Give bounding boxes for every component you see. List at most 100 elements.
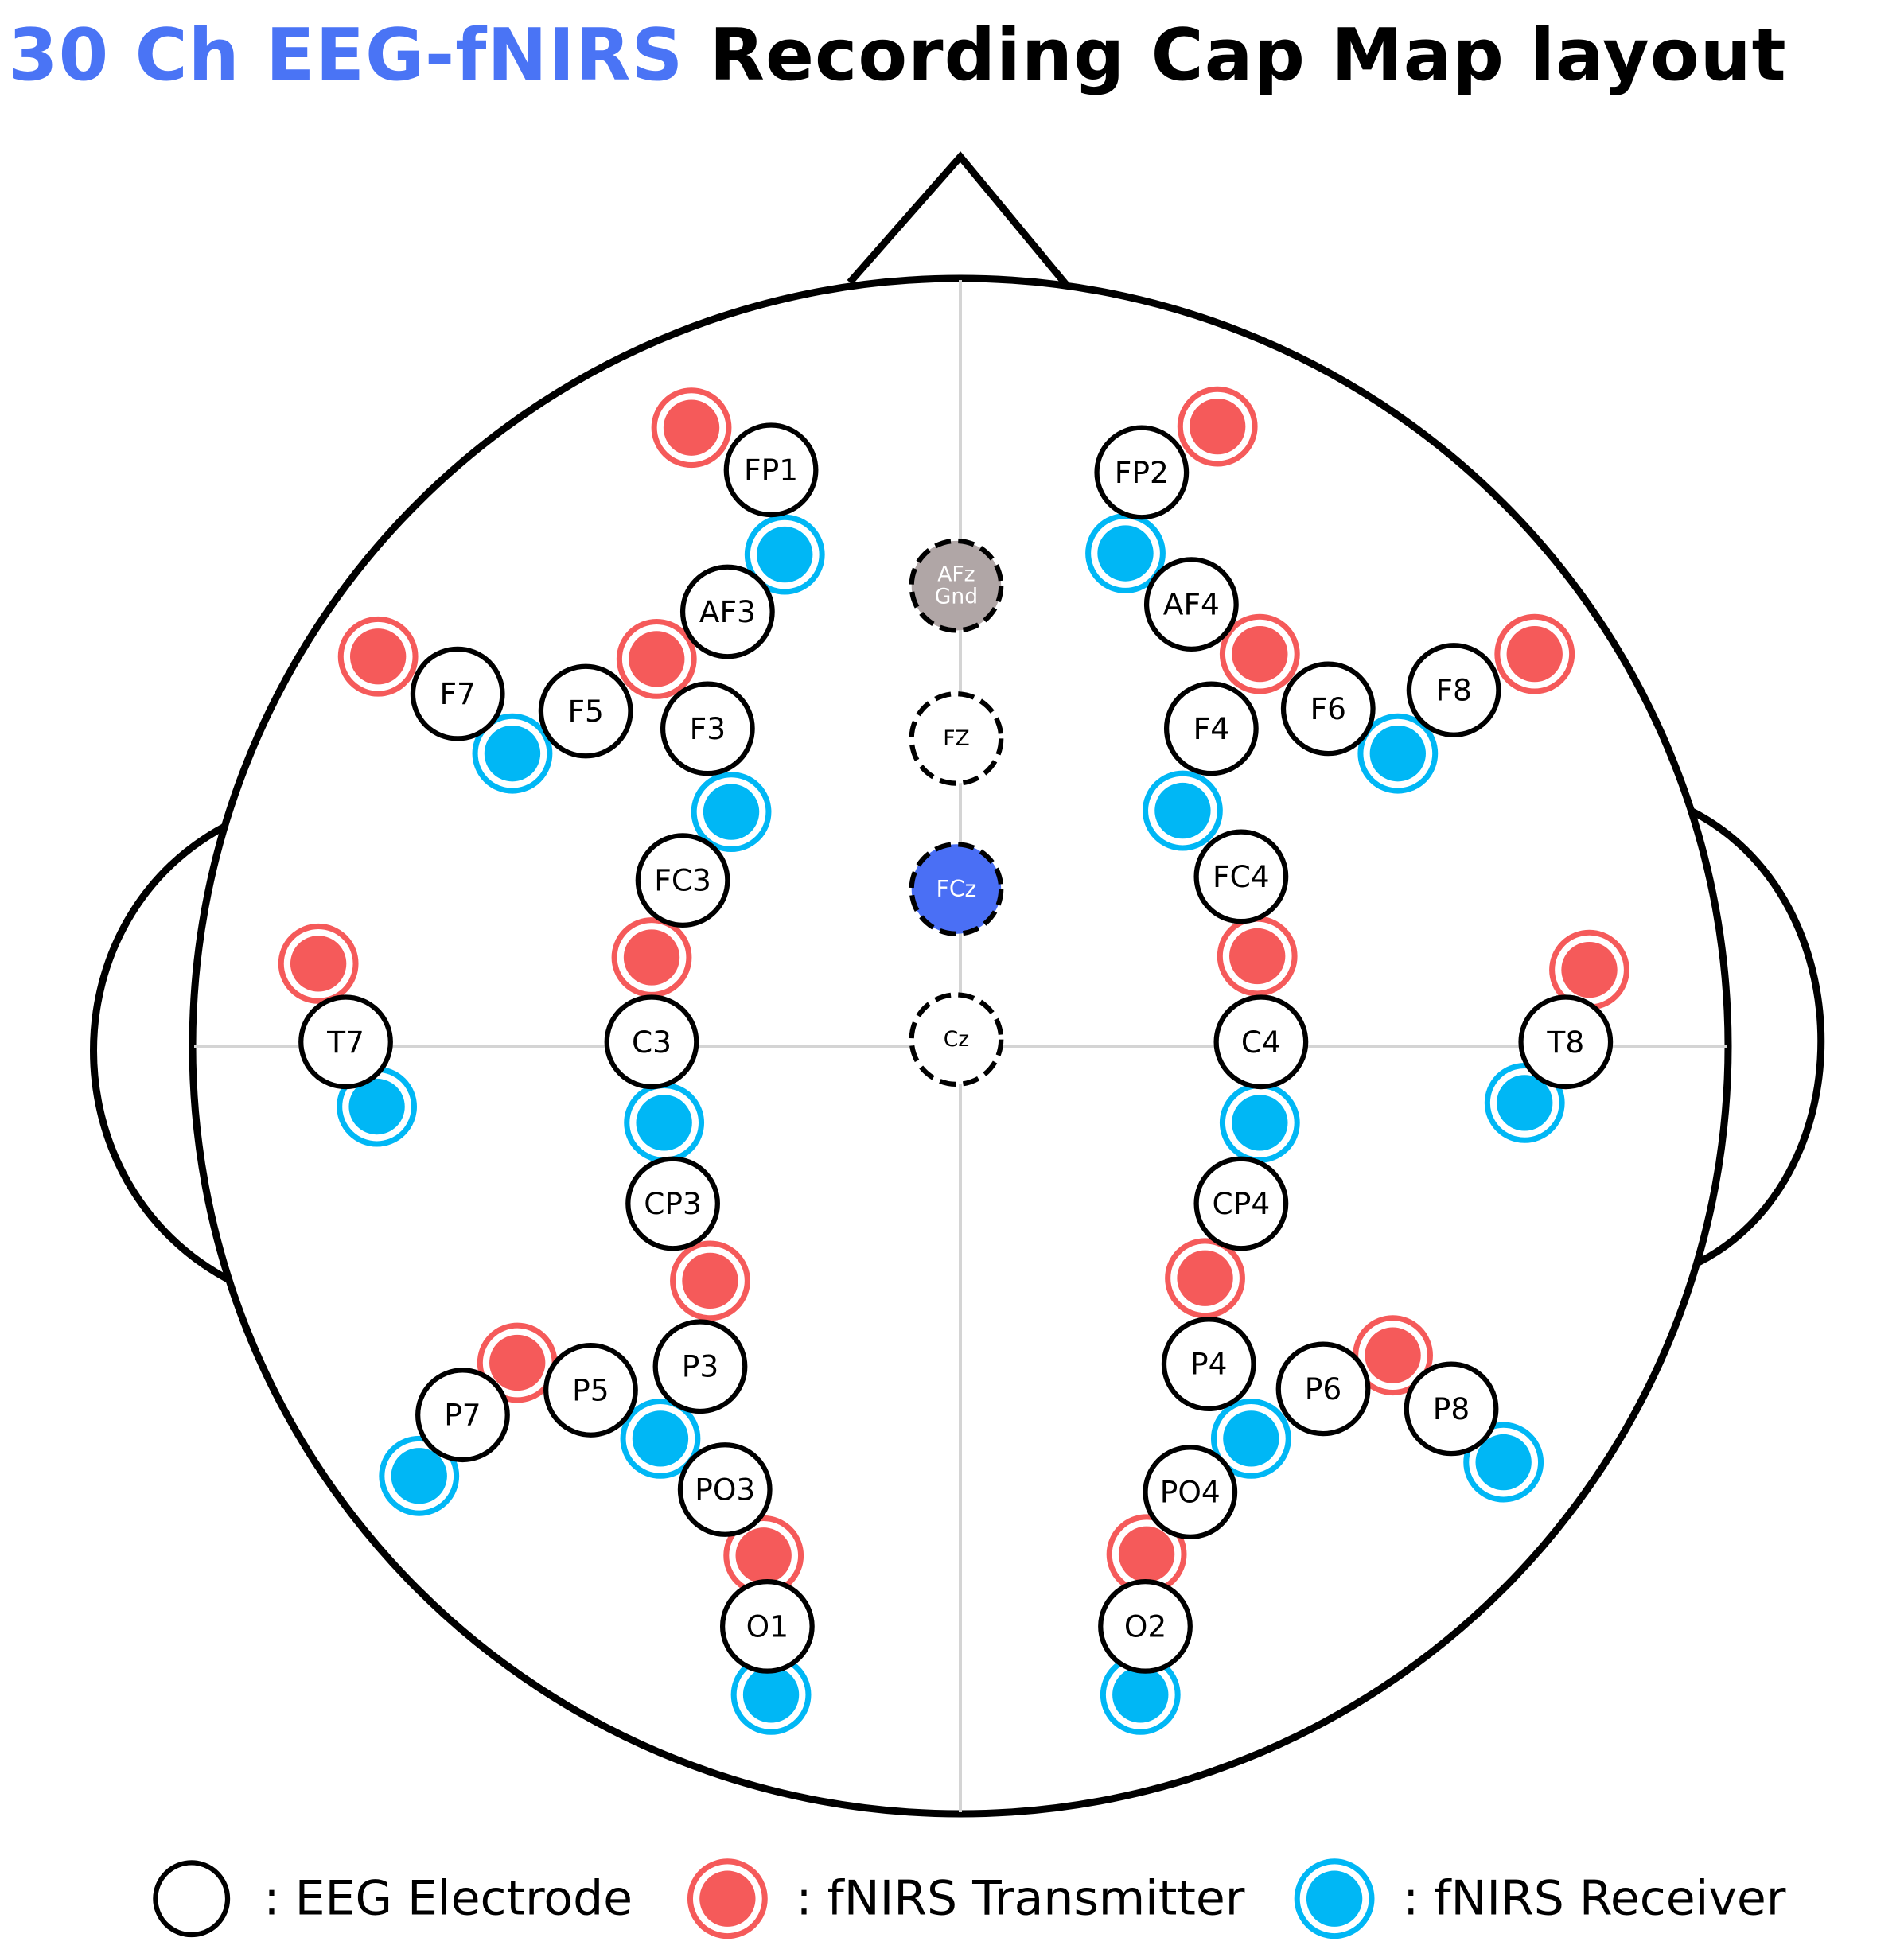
electrode-c4-label: C4	[1241, 1025, 1281, 1060]
electrode-f6-label: F6	[1310, 691, 1346, 726]
electrode-p5: P5	[543, 1343, 638, 1438]
fnirs-transmitter-5	[337, 616, 419, 697]
fnirs-receiver-4	[1357, 713, 1439, 794]
fnirs-receiver-12	[1463, 1422, 1544, 1503]
fnirs-transmitter-10	[1549, 929, 1629, 1010]
fnirs-receiver-7	[337, 1066, 417, 1147]
electrode-afz-label: AFz	[937, 562, 975, 587]
head-outline	[90, 151, 1825, 1284]
fnirs-receiver-3	[472, 713, 553, 794]
fnirs-transmitter-6	[1494, 613, 1575, 694]
electrode-af4-label: AF4	[1163, 587, 1220, 622]
electrode-af3: AF3	[679, 564, 775, 659]
fnirs-transmitter-3	[616, 618, 697, 699]
electrode-p8-label: P8	[1433, 1391, 1470, 1426]
electrode-af4: AF4	[1143, 557, 1239, 652]
electrode-c3-label: C3	[632, 1025, 672, 1060]
electrode-fp2: FP2	[1094, 425, 1190, 520]
electrode-c3: C3	[604, 994, 699, 1090]
electrode-p6-label: P6	[1305, 1371, 1341, 1406]
transmitter-symbol-icon	[687, 1858, 768, 1939]
legend-item-transmitter: : fNIRS Transmitter	[687, 1858, 1245, 1939]
fnirs-transmitter-11	[670, 1240, 750, 1321]
electrode-po4-label: PO4	[1160, 1475, 1221, 1510]
electrode-f8: F8	[1406, 643, 1501, 737]
fnirs-receiver-11	[379, 1435, 460, 1516]
electrode-c4: C4	[1213, 994, 1309, 1090]
electrode-f3-label: F3	[690, 711, 726, 746]
electrode-f5-label: F5	[567, 694, 603, 729]
electrode-f4-label: F4	[1193, 711, 1229, 746]
left-ear	[90, 819, 233, 1284]
electrode-fz: FZ	[909, 691, 1004, 786]
fnirs-transmitter-12	[1165, 1238, 1245, 1319]
electrode-fc4: FC4	[1193, 829, 1289, 924]
fnirs-transmitter-1	[651, 387, 732, 469]
electrode-cz: Cz	[909, 992, 1004, 1087]
electrode-po4: PO4	[1143, 1445, 1238, 1539]
legend: : EEG Electrode: fNIRS Transmitter: fNIR…	[153, 1858, 1786, 1939]
electrode-t8-label: T8	[1546, 1025, 1584, 1060]
fnirs-receiver-9	[624, 1082, 705, 1163]
fnirs-transmitter-7	[278, 923, 359, 1004]
electrode-f7: F7	[410, 646, 505, 741]
fnirs-transmitter-8	[1217, 916, 1298, 997]
fnirs-transmitter-15	[723, 1515, 804, 1596]
electrode-cp3: CP3	[625, 1156, 720, 1251]
electrode-t7-label: T7	[326, 1025, 364, 1060]
electrode-o2: O2	[1098, 1579, 1193, 1674]
electrode-f5: F5	[538, 663, 633, 759]
electrode-f8-label: F8	[1435, 672, 1471, 707]
electrode-fcz: FCz	[909, 842, 1004, 936]
electrode-afz-label: Gnd	[935, 585, 978, 609]
electrode-f7-label: F7	[439, 676, 475, 711]
fnirs-transmitter-2	[1177, 386, 1258, 467]
electrode-fcz-label: FCz	[936, 876, 977, 902]
electrode-o2-label: O2	[1124, 1609, 1166, 1644]
eeg-symbol-icon	[153, 1860, 231, 1938]
electrode-fc3-label: FC3	[654, 863, 711, 898]
electrode-fp1-label: FP1	[744, 453, 798, 488]
fnirs-receiver-10	[1219, 1082, 1300, 1163]
title-main: Recording Cap Map layout	[709, 14, 1787, 97]
electrode-fp2-label: FP2	[1115, 455, 1169, 490]
fnirs-transmitter-4	[1219, 613, 1300, 694]
electrode-p8: P8	[1404, 1361, 1499, 1457]
legend-item-receiver: : fNIRS Receiver	[1294, 1858, 1786, 1939]
electrode-fp1: FP1	[723, 422, 819, 518]
electrode-fc3: FC3	[635, 833, 730, 928]
electrode-p5-label: P5	[572, 1372, 609, 1407]
fnirs-receiver-15	[730, 1654, 812, 1735]
electrode-po3-label: PO3	[695, 1472, 755, 1507]
electrode-t8: T8	[1518, 994, 1614, 1090]
fnirs-receiver-5	[691, 772, 772, 853]
legend-label-receiver: : fNIRS Receiver	[1403, 1871, 1786, 1927]
electrode-fz-label: FZ	[943, 726, 969, 751]
electrode-o1: O1	[719, 1579, 815, 1674]
legend-label-transmitter: : fNIRS Transmitter	[796, 1871, 1244, 1927]
electrode-t7: T7	[298, 994, 393, 1090]
electrode-p7: P7	[415, 1368, 510, 1463]
fnirs-transmitter-14	[1353, 1315, 1433, 1396]
electrode-p4: P4	[1161, 1317, 1256, 1412]
fnirs-receiver-14	[1210, 1398, 1291, 1479]
fnirs-transmitter-9	[611, 917, 692, 998]
electrode-cp3-label: CP3	[644, 1186, 702, 1221]
electrode-p6: P6	[1275, 1341, 1371, 1437]
electrode-af3-label: AF3	[699, 594, 756, 629]
electrode-f6: F6	[1280, 661, 1376, 757]
electrode-cp4-label: CP4	[1213, 1186, 1271, 1221]
electrode-po3: PO3	[677, 1442, 773, 1537]
electrode-f4: F4	[1163, 681, 1259, 776]
electrode-cz-label: Cz	[944, 1027, 970, 1052]
fnirs-transmitter-13	[477, 1322, 558, 1403]
fnirs-receiver-13	[620, 1398, 701, 1479]
electrode-p4-label: P4	[1190, 1347, 1227, 1382]
electrode-p3-label: P3	[682, 1349, 718, 1384]
nose	[847, 151, 1074, 293]
electrode-cp4: CP4	[1193, 1156, 1289, 1251]
title-accent: 30 Ch EEG-fNIRS	[8, 14, 684, 97]
